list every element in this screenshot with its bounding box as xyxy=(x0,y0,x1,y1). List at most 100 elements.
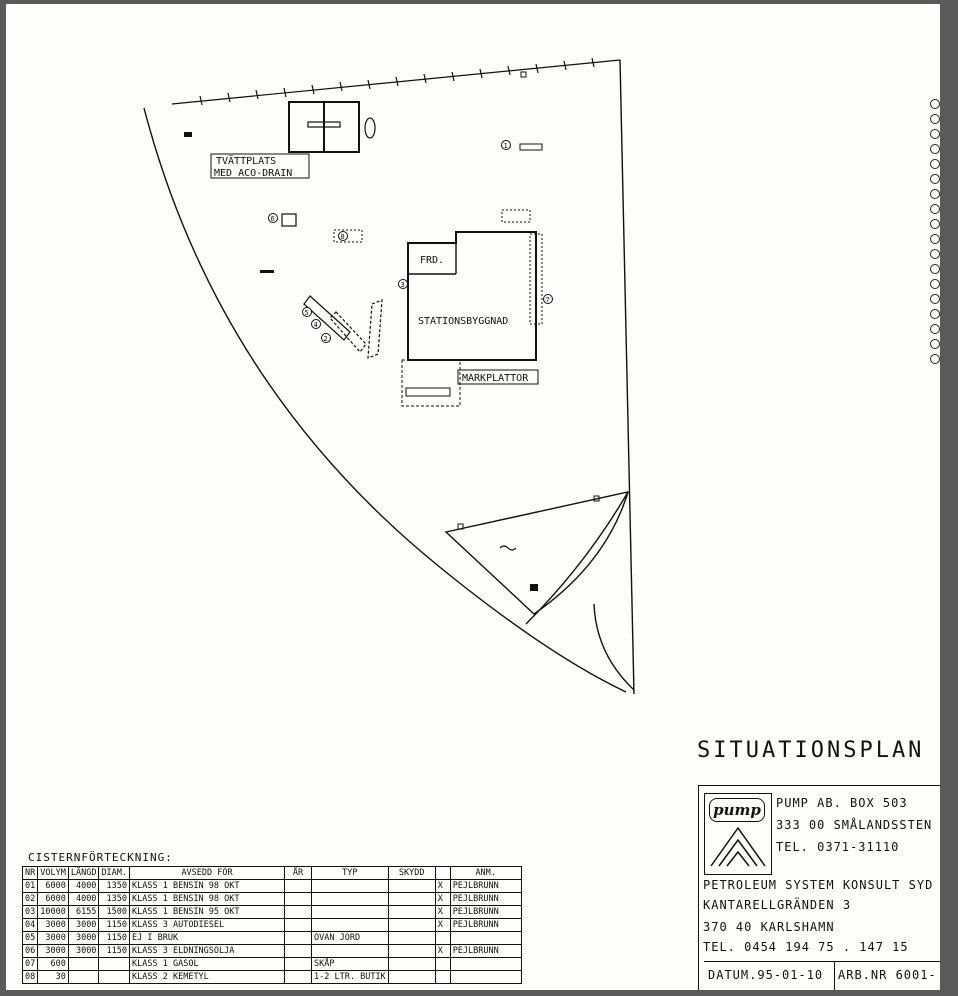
table-cell xyxy=(449,970,522,984)
table-cell: EJ I BRUK xyxy=(129,931,286,945)
table-cell: 03 xyxy=(21,905,39,919)
symbol-gasbox xyxy=(281,213,297,227)
table-cell: PEJLBRUNN xyxy=(449,879,522,893)
station-label: STATIONSBYGGNAD xyxy=(418,316,508,327)
frame-tank-8 xyxy=(333,229,363,243)
edge-callout-column xyxy=(930,99,940,369)
table-cell xyxy=(387,892,436,906)
table-cell: X xyxy=(434,918,451,932)
table-cell: KLASS 3 AUTODIESEL xyxy=(129,918,286,932)
site-plan-drawing: TVÄTTPLATS MED ACO-DRAIN FRD. STATIONSBY… xyxy=(143,57,635,695)
table-cell xyxy=(387,905,436,919)
table-cell xyxy=(284,970,313,984)
table-cell xyxy=(284,957,313,971)
table-cell xyxy=(387,944,436,958)
company-line-2: 333 00 SMÅLANDSSTEN xyxy=(776,818,933,832)
arb-nr-field: ARB.NR 6001- xyxy=(838,968,937,982)
callout-5: 5 xyxy=(305,309,309,317)
callout-6: 6 xyxy=(271,215,275,223)
edge-callout-mark xyxy=(930,114,940,124)
markplattor-slab xyxy=(405,387,451,397)
table-cell: 07 xyxy=(21,957,39,971)
edge-callout-mark xyxy=(930,249,940,259)
road-exit xyxy=(525,491,635,691)
title-block-footer xyxy=(704,961,940,990)
table-cell: KLASS 1 BENSIN 95 OKT xyxy=(129,905,286,919)
symbol-post-nw xyxy=(184,132,192,137)
callout-2: 2 xyxy=(324,335,328,343)
symbol-tank-1 xyxy=(519,143,543,151)
table-cell: 4000 xyxy=(67,879,100,893)
table-cell: 6155 xyxy=(67,905,100,919)
table-cell: KLASS 2 KEMETYL xyxy=(129,970,286,984)
title-block-divider xyxy=(834,961,835,990)
table-cell: 01 xyxy=(21,879,39,893)
table-cell: 3000 xyxy=(67,918,100,932)
symbol-curl xyxy=(499,545,517,551)
table-cell: 1350 xyxy=(98,892,131,906)
table-cell xyxy=(311,905,389,919)
col-avsedd: AVSEDD FÖR xyxy=(129,866,286,880)
table-cell: 05 xyxy=(21,931,39,945)
edge-callout-mark xyxy=(930,159,940,169)
wash-building xyxy=(288,101,360,153)
table-cell: SKÅP xyxy=(311,957,389,971)
table-cell: KLASS 1 BENSIN 98 OKT xyxy=(129,879,286,893)
symbol-post-mid xyxy=(593,495,600,502)
edge-callout-mark xyxy=(930,174,940,184)
consultant-line-1: PETROLEUM SYSTEM KONSULT SYD xyxy=(703,878,934,892)
markplattor-label-box xyxy=(457,369,539,385)
table-cell xyxy=(311,879,389,893)
table-cell xyxy=(98,957,131,971)
table-cell: X xyxy=(434,905,451,919)
table-cell: KLASS 1 GASOL xyxy=(129,957,286,971)
edge-callout-mark xyxy=(930,309,940,319)
markplattor-label: MARKPLATTOR xyxy=(462,373,529,384)
table-cell xyxy=(434,970,451,984)
wash-label: TVÄTTPLATS xyxy=(216,154,276,167)
table-cell xyxy=(434,957,451,971)
property-line-east xyxy=(619,59,635,695)
table-cell xyxy=(387,918,436,932)
col-ar: ÅR xyxy=(284,866,313,880)
table-cell: 02 xyxy=(21,892,39,906)
callout-8: 8 xyxy=(341,233,345,241)
edge-callout-mark xyxy=(930,189,940,199)
date-field: DATUM.95-01-10 xyxy=(708,968,824,982)
table-cell xyxy=(284,918,313,932)
wash-label-box xyxy=(210,153,310,179)
drawing-title: SITUATIONSPLAN xyxy=(697,738,925,763)
symbol-hydrant xyxy=(364,117,376,139)
company-logo: pump xyxy=(704,793,772,875)
table-cell: X xyxy=(434,892,451,906)
table-cell: KLASS 3 ELDNINGSOLJA xyxy=(129,944,286,958)
table-cell: 04 xyxy=(21,918,39,932)
tank-list-table: NR VOLYM LÄNGD DIAM. AVSEDD FÖR ÅR TYP S… xyxy=(21,866,522,984)
company-line-3: TEL. 0371-31110 xyxy=(776,840,900,854)
table-cell xyxy=(67,970,100,984)
table-cell xyxy=(67,957,100,971)
drawing-paper: TVÄTTPLATS MED ACO-DRAIN FRD. STATIONSBY… xyxy=(6,4,940,990)
table-cell xyxy=(387,879,436,893)
table-cell: 3000 xyxy=(37,931,69,945)
table-cell: 3000 xyxy=(37,918,69,932)
frd-label: FRD. xyxy=(420,255,444,266)
markplattor-area xyxy=(401,359,461,407)
table-cell: OVAN JORD xyxy=(311,931,389,945)
col-anm: ANM. xyxy=(449,866,522,880)
table-cell xyxy=(449,957,522,971)
table-cell xyxy=(98,970,131,984)
callouts: 1 2 3 4 5 6 7 8 xyxy=(268,140,553,343)
table-cell xyxy=(387,931,436,945)
table-cell: 1500 xyxy=(98,905,131,919)
edge-callout-mark xyxy=(930,339,940,349)
